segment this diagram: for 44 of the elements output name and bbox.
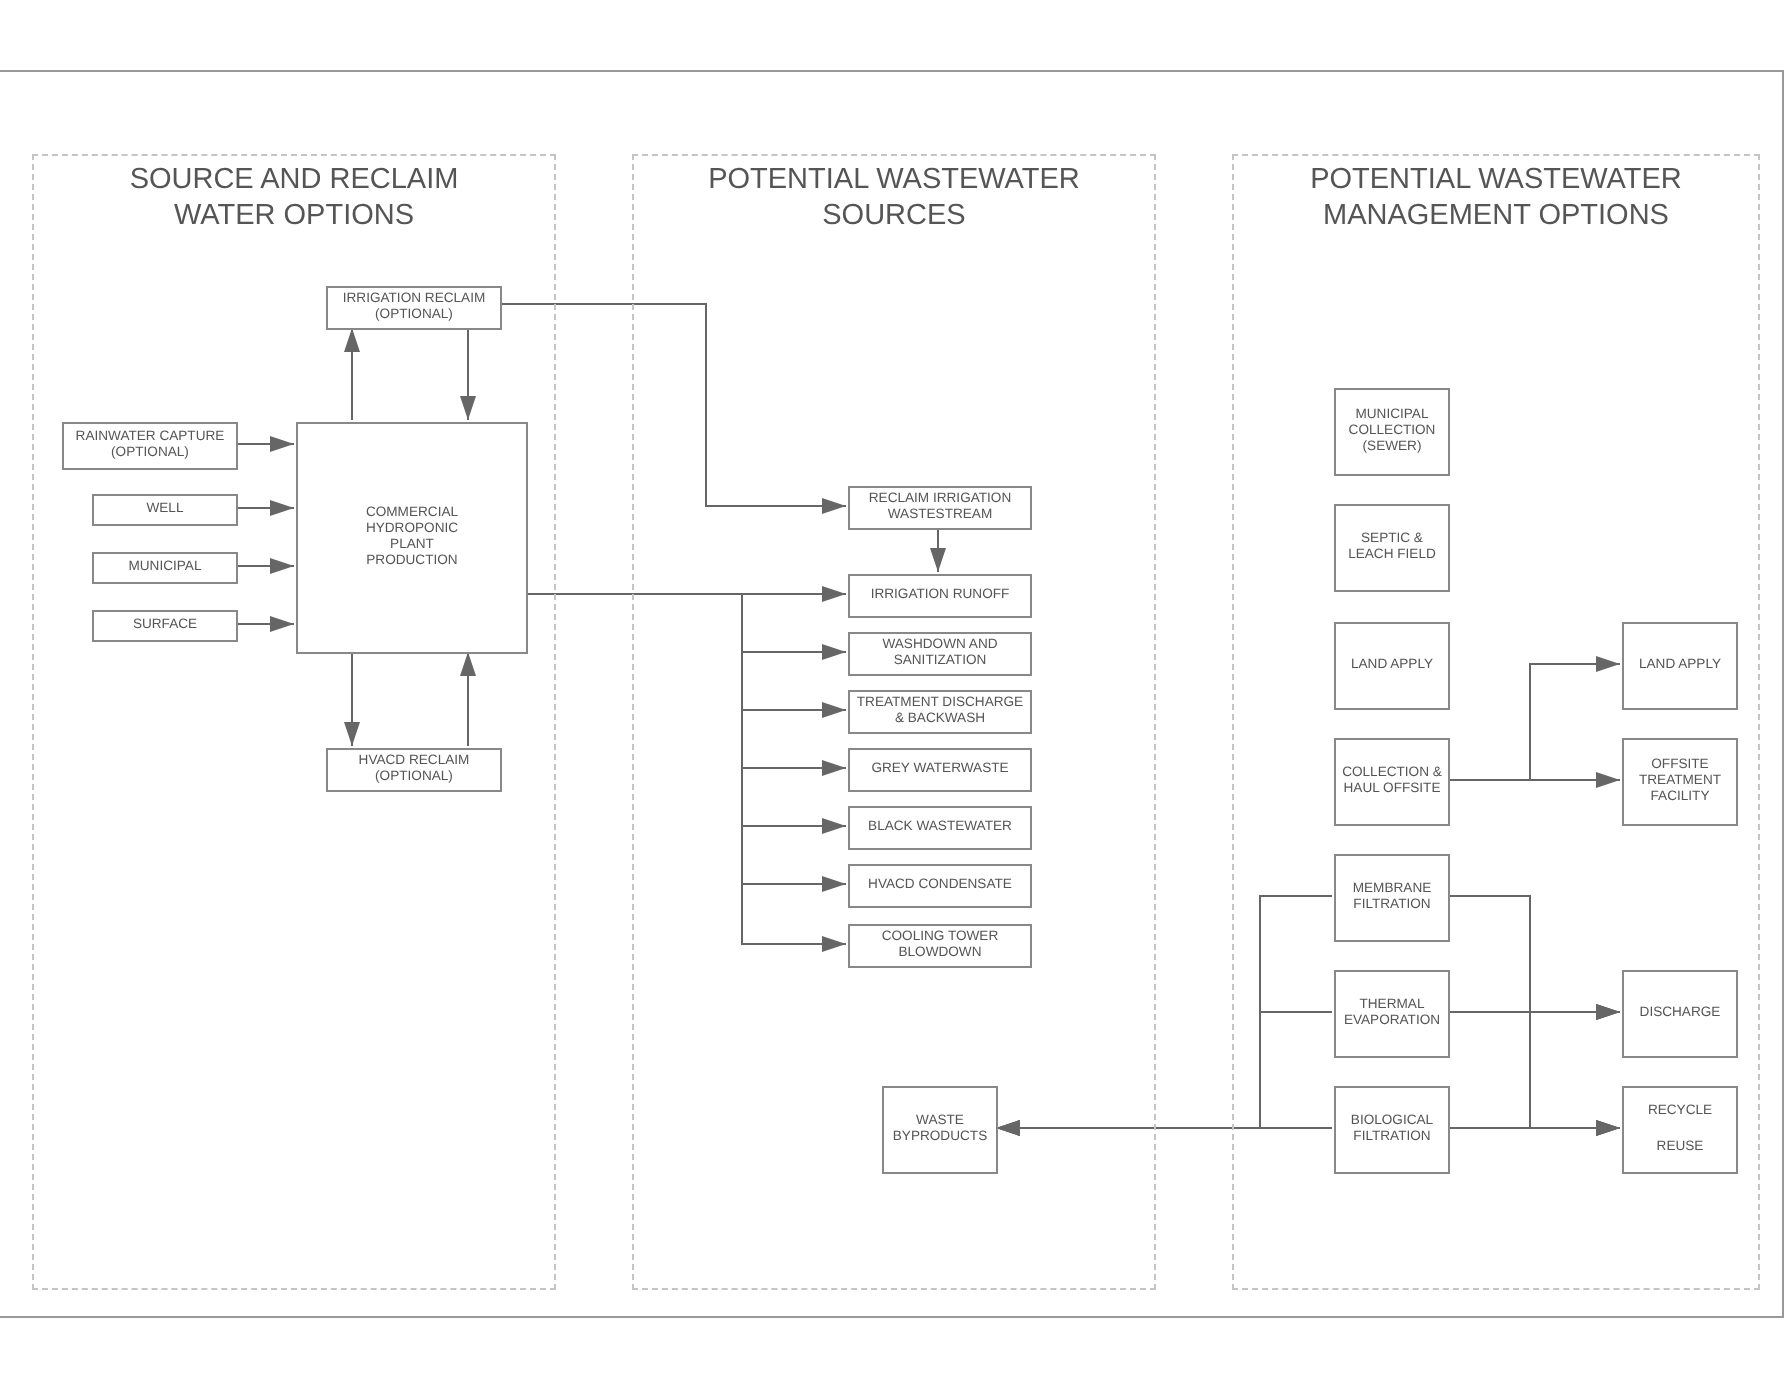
arrow xyxy=(1447,772,1621,788)
arrow xyxy=(344,651,360,747)
process-box xyxy=(326,748,502,792)
group-panel xyxy=(32,154,556,1290)
process-box xyxy=(326,286,502,330)
process-box xyxy=(92,552,238,584)
process-box xyxy=(296,422,528,654)
process-box xyxy=(62,422,238,470)
group-title: POTENTIAL WASTEWATER MANAGEMENT OPTIONS xyxy=(1308,162,1684,234)
process-box xyxy=(1334,622,1450,710)
arrow xyxy=(344,327,360,421)
process-box xyxy=(882,1086,998,1174)
process-box xyxy=(1334,388,1450,476)
arrow xyxy=(235,436,295,452)
arrow xyxy=(499,303,847,514)
process-box xyxy=(848,632,1032,676)
arrow xyxy=(460,651,476,747)
arrow xyxy=(995,1120,1333,1136)
process-box xyxy=(1622,738,1738,826)
process-box xyxy=(1622,970,1738,1058)
arrow xyxy=(235,616,295,632)
arrow xyxy=(235,500,295,516)
process-box xyxy=(848,924,1032,968)
process-box xyxy=(1334,854,1450,942)
process-box xyxy=(1334,738,1450,826)
process-box xyxy=(1622,622,1738,710)
process-box xyxy=(92,610,238,642)
process-box xyxy=(92,494,238,526)
arrow xyxy=(930,527,946,573)
group-panel xyxy=(1232,154,1760,1290)
process-box xyxy=(1622,1086,1738,1174)
group-title: SOURCE AND RECLAIM WATER OPTIONS xyxy=(127,162,461,234)
process-box xyxy=(848,486,1032,530)
process-box xyxy=(848,574,1032,618)
arrow xyxy=(460,327,476,421)
group-title: POTENTIAL WASTEWATER SOURCES xyxy=(706,162,1082,234)
process-box xyxy=(848,806,1032,850)
group-panel xyxy=(632,154,1156,1290)
process-box xyxy=(848,748,1032,792)
process-box xyxy=(1334,970,1450,1058)
arrow xyxy=(235,558,295,574)
process-box xyxy=(848,864,1032,908)
process-box xyxy=(1334,1086,1450,1174)
process-box xyxy=(1334,504,1450,592)
